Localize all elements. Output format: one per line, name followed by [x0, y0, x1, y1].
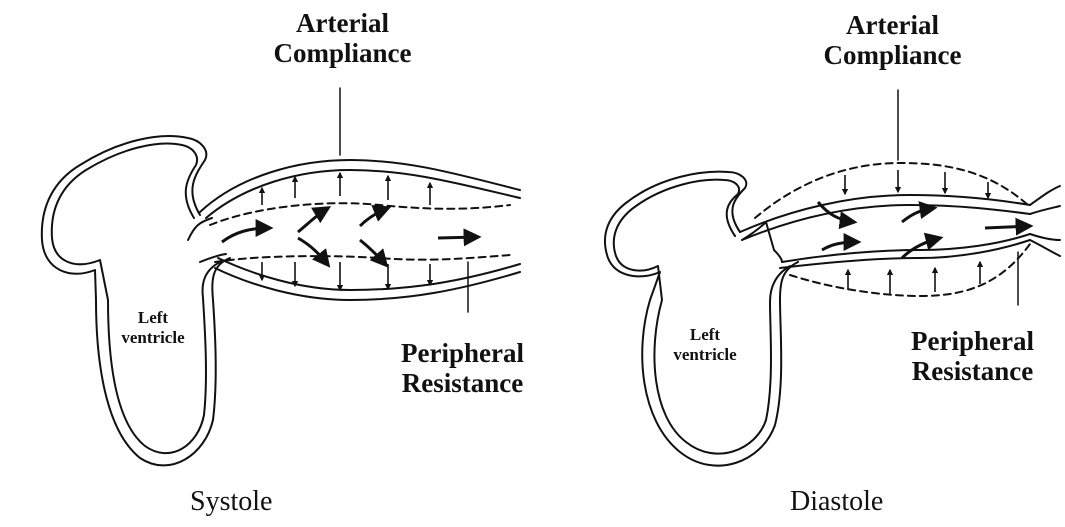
systole-diagram	[0, 0, 560, 470]
diastole-diagram	[590, 0, 1065, 470]
aorta-lower-wall	[215, 268, 520, 300]
ventricle-wall-inner	[52, 144, 220, 454]
arterial-compliance-label: Arterial Compliance	[805, 10, 980, 70]
peripheral-resistance-label: Peripheral Resistance	[885, 326, 1060, 386]
left-ventricle-label: Left ventricle	[660, 325, 750, 364]
ventricle-wall-outer	[605, 172, 798, 466]
diastole-caption: Diastole	[790, 486, 883, 518]
valve-leaflet-upper	[188, 218, 212, 240]
expansion-arrows	[262, 173, 430, 290]
peripheral-resistance-label: Peripheral Resistance	[375, 338, 550, 398]
recoil-arrows	[845, 170, 988, 295]
systole-caption: Systole	[190, 486, 272, 518]
systole-panel: Arterial Compliance Peripheral Resistanc…	[0, 0, 560, 470]
arterial-compliance-label: Arterial Compliance	[255, 8, 430, 68]
aorta-rest-dashed-lower	[215, 255, 510, 262]
aorta-rest-dashed-upper	[210, 203, 510, 225]
left-ventricle-label: Left ventricle	[108, 308, 198, 347]
diastole-panel: Arterial Compliance Peripheral Resistanc…	[590, 0, 1065, 470]
ventricle-wall-outer	[42, 136, 230, 465]
